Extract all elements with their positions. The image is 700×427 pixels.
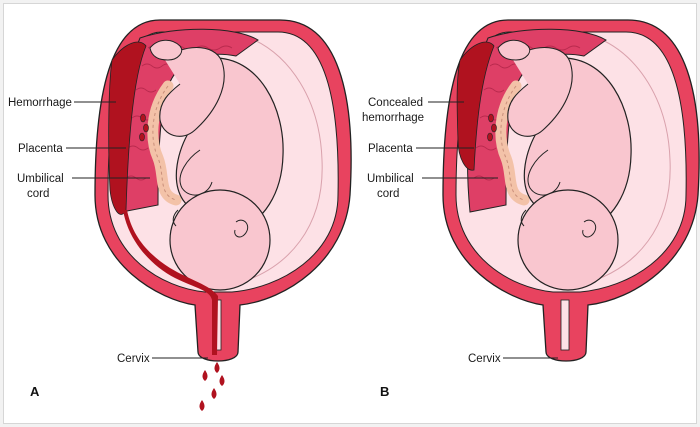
blood-drop	[202, 370, 208, 381]
label-hemorrhage: Hemorrhage	[8, 97, 72, 109]
label-umbilical-line1: Umbilical	[17, 173, 64, 185]
blood-drops	[199, 362, 225, 411]
panel-label-a: A	[30, 384, 40, 399]
blood-drop	[211, 388, 217, 399]
panel-label-b: B	[380, 384, 389, 399]
panel-a: Hemorrhage Placenta Umbilical cord Cervi…	[8, 20, 351, 411]
label-umbilical-line2: cord	[27, 188, 49, 200]
label-umbilical-b-line2: cord	[377, 188, 399, 200]
hemorrhage-area-a	[108, 41, 147, 215]
blood-drop	[214, 362, 220, 373]
blood-drop	[199, 400, 205, 411]
label-umbilical-b-line1: Umbilical	[367, 173, 414, 185]
label-placenta-b: Placenta	[368, 143, 413, 155]
hemorrhage-area-b	[456, 41, 495, 171]
label-placenta: Placenta	[18, 143, 63, 155]
label-cervix-b: Cervix	[468, 353, 501, 365]
label-concealed: Concealed	[368, 97, 423, 109]
label-hemorrhage-b: hemorrhage	[362, 112, 424, 124]
label-cervix: Cervix	[117, 353, 150, 365]
blood-drop	[219, 375, 225, 386]
panel-b: Concealed hemorrhage Placenta Umbilical …	[362, 20, 699, 399]
